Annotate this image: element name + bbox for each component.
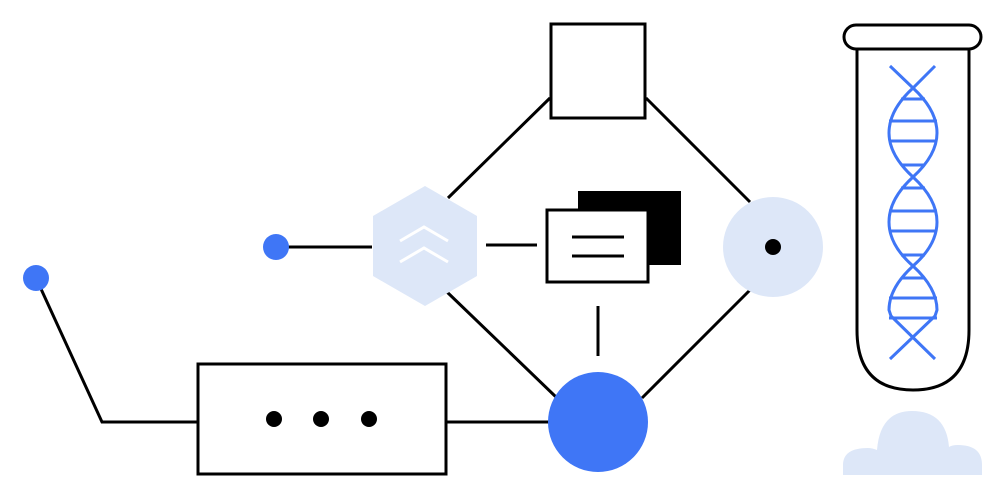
- center-dot: [765, 239, 781, 255]
- connector-square-hex: [446, 96, 552, 200]
- square-node: [549, 22, 647, 120]
- blue-circle-node: [548, 372, 648, 472]
- endpoint-dot-left: [23, 265, 49, 291]
- connector-square-target: [644, 96, 752, 204]
- connector-lines: [34, 96, 752, 424]
- cloud-icon: [843, 411, 982, 475]
- endpoint-dot-upper: [263, 234, 289, 260]
- connector-target-bluecircle: [640, 288, 752, 400]
- connector-hex-bluecircle: [445, 290, 558, 399]
- text-lines-icon: [572, 235, 624, 258]
- more-horizontal-icon: [266, 411, 377, 427]
- ellipsis-box-node: [196, 362, 448, 476]
- test-tube: [842, 23, 983, 392]
- test-tube-cap: [842, 23, 983, 51]
- document-stack-node: [545, 191, 681, 284]
- front-document: [545, 208, 650, 284]
- connector-dot-box: [34, 277, 198, 424]
- target-circle-node: [723, 197, 823, 297]
- hexagon-node: [373, 186, 477, 306]
- double-chevron-up-icon: [399, 225, 449, 264]
- dna-helix-icon: [887, 64, 939, 361]
